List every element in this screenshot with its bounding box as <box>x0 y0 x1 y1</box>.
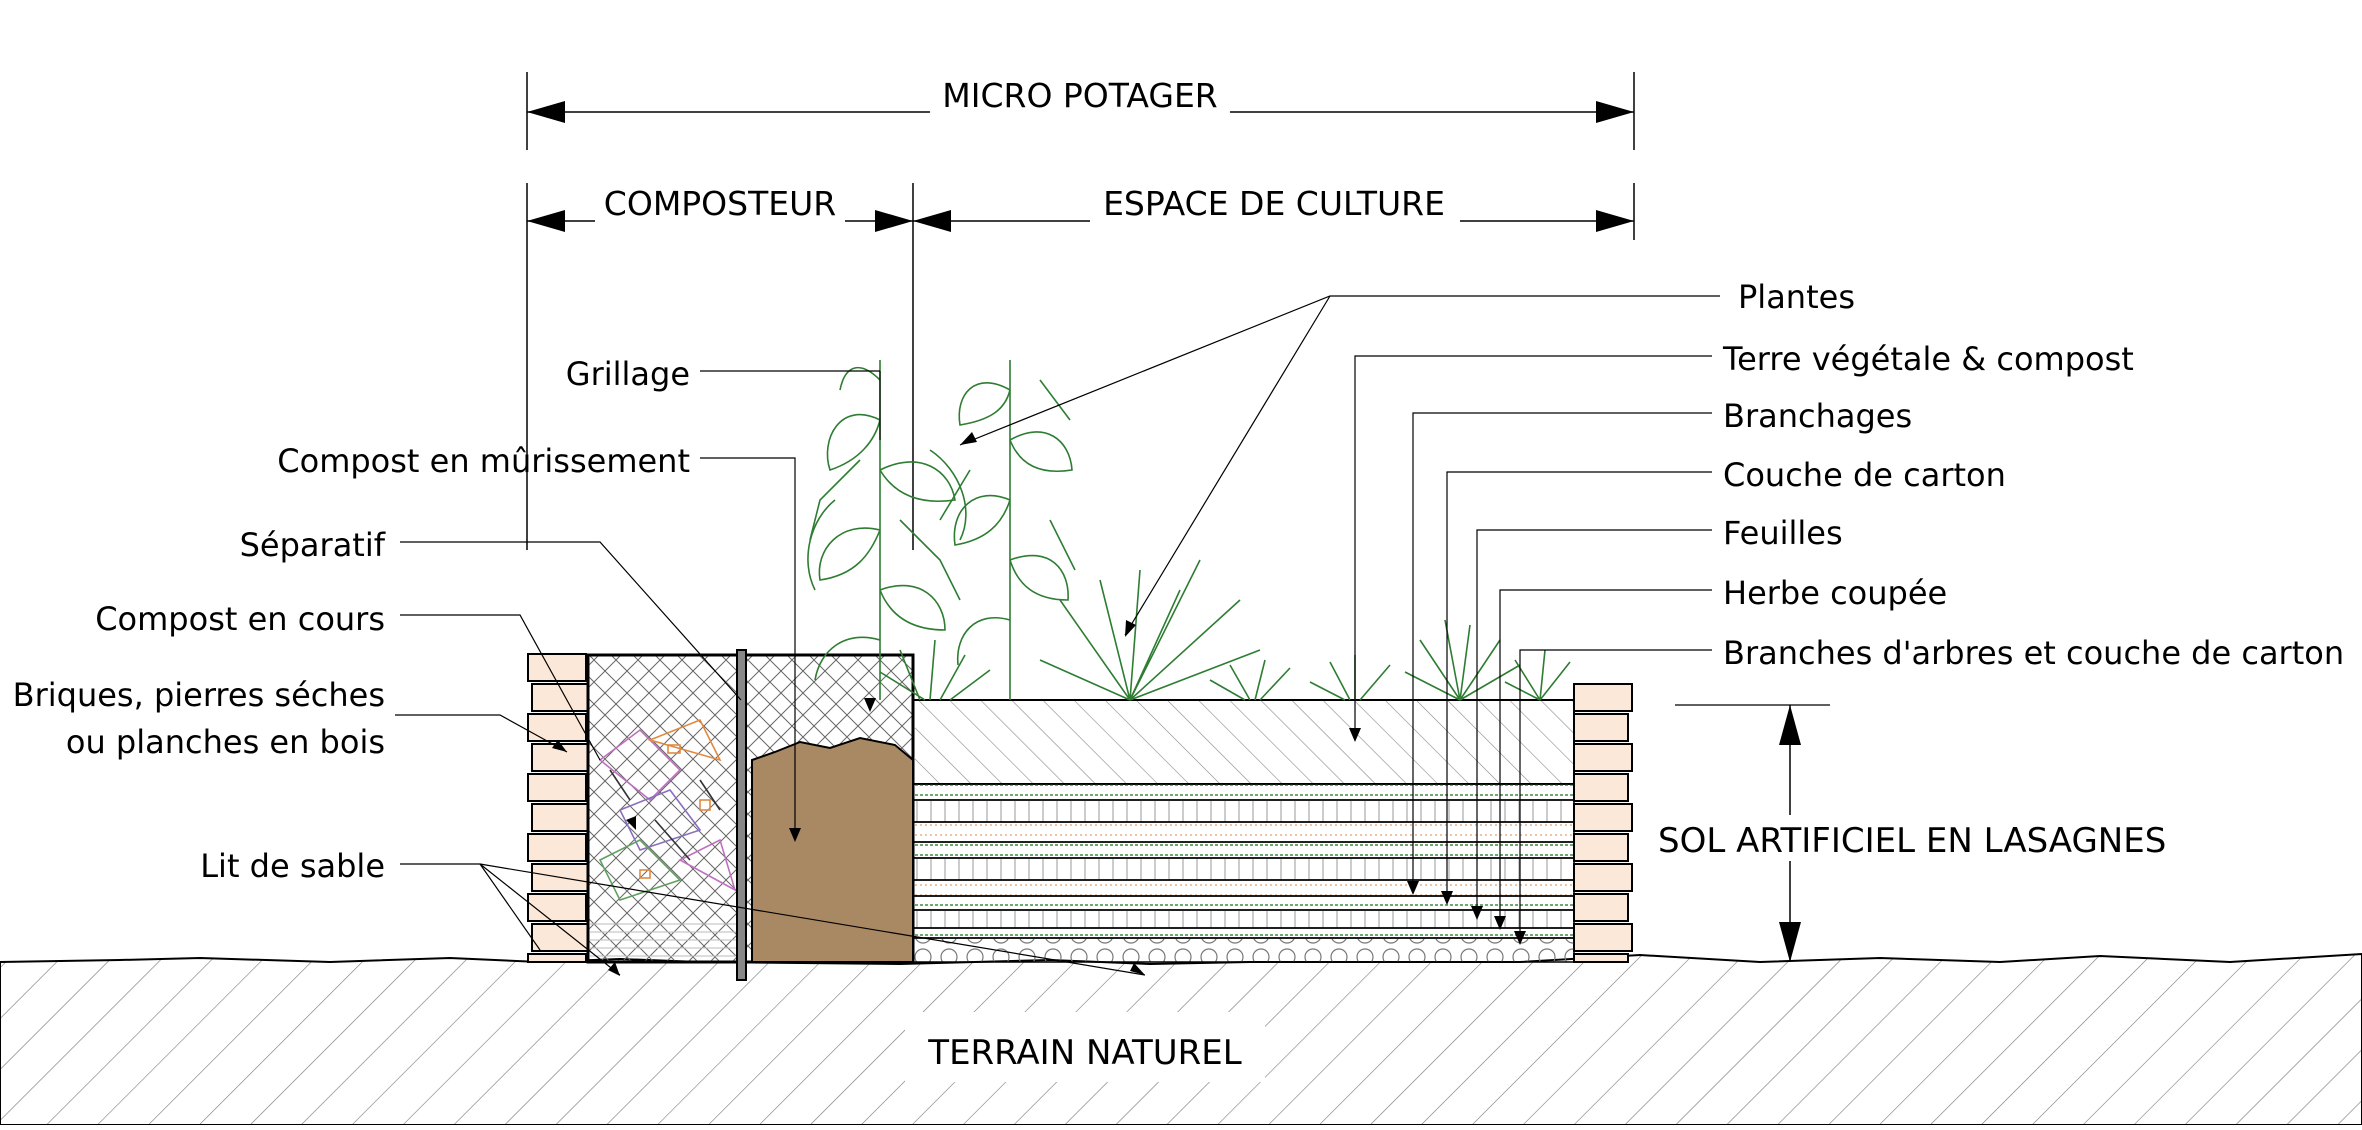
title-micro-potager: MICRO POTAGER <box>942 76 1217 115</box>
labels-right: Plantes Terre végétale & compost Brancha… <box>1722 278 2344 672</box>
grass-clump-4 <box>1309 655 1391 701</box>
soil-height-dimension: SOL ARTIFICIEL EN LASAGNES <box>1650 704 2210 962</box>
natural-ground: TERRAIN NATUREL <box>0 952 2362 1126</box>
lasagna-bed <box>912 699 1575 963</box>
leader-arrows-left <box>552 698 1145 976</box>
dimension-composteur: COMPOSTEUR <box>527 182 913 232</box>
section-espace-culture: ESPACE DE CULTURE <box>1103 184 1445 223</box>
composter-box <box>586 649 915 981</box>
tall-plant-left <box>807 360 967 700</box>
leaders-left <box>395 370 1146 976</box>
separator-post <box>736 649 747 981</box>
labels-left: Grillage Compost en mûrissement Séparati… <box>13 355 690 885</box>
compost-maturing-mound <box>751 736 914 963</box>
grass-clump-6 <box>1504 649 1571 701</box>
dimension-micro-potager: MICRO POTAGER <box>527 75 1634 123</box>
leader-arrows-right <box>960 432 1526 945</box>
dimension-lines <box>526 72 1635 550</box>
section-composteur: COMPOSTEUR <box>604 184 836 223</box>
compost-active-scraps <box>598 718 737 901</box>
label-bricks-line2: ou planches en bois <box>66 723 385 761</box>
brick-wall-right <box>1573 683 1633 963</box>
label-topsoil: Terre végétale & compost <box>1722 340 2134 378</box>
brick-wall-left <box>527 653 589 963</box>
label-grass: Herbe coupée <box>1723 574 1947 612</box>
label-sand-bed: Lit de sable <box>200 847 385 885</box>
label-leaves: Feuilles <box>1723 514 1843 552</box>
ground-label: TERRAIN NATUREL <box>927 1033 1241 1073</box>
label-separator: Séparatif <box>240 526 386 564</box>
grass-clump-2 <box>1039 559 1261 701</box>
leaders-right <box>959 295 1720 940</box>
label-compost-maturing: Compost en mûrissement <box>277 442 690 480</box>
dimension-espace-culture: ESPACE DE CULTURE <box>913 182 1634 232</box>
label-twigs: Branchages <box>1723 397 1912 435</box>
label-plants: Plantes <box>1738 278 1855 316</box>
grass-clump-1 <box>879 639 991 701</box>
label-grillage: Grillage <box>566 355 690 393</box>
label-compost-active: Compost en cours <box>95 600 385 638</box>
label-bricks-line1: Briques, pierres séches <box>13 676 385 714</box>
grass-clump-3 <box>1209 659 1291 701</box>
soil-label: SOL ARTIFICIEL EN LASAGNES <box>1658 821 2166 861</box>
label-cardboard: Couche de carton <box>1723 456 2006 494</box>
label-branches: Branches d'arbres et couche de carton <box>1723 634 2344 672</box>
grass-clump-5 <box>1404 619 1521 701</box>
tall-plant-right <box>939 360 1076 700</box>
